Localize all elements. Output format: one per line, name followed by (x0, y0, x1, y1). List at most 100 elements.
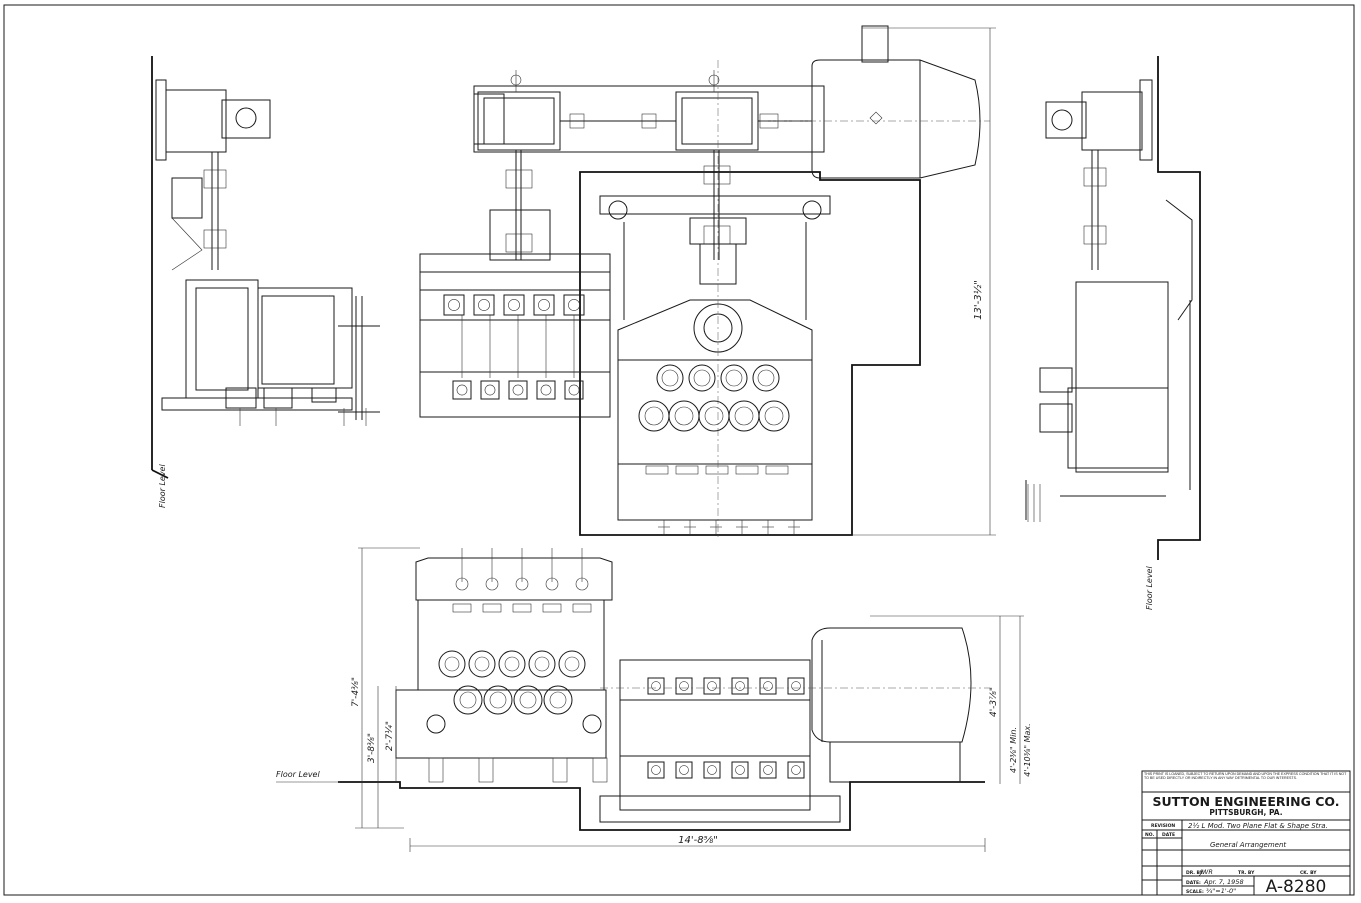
roll-chock (675, 677, 693, 695)
roll-chock (503, 294, 525, 316)
roll-bore (459, 691, 477, 709)
drawing-date: Apr. 7, 1958 (1203, 878, 1244, 886)
roll-journal (679, 681, 689, 691)
roll (513, 685, 543, 715)
roll-journal (791, 681, 801, 691)
date-label: DATE (1162, 832, 1175, 838)
roll (483, 685, 513, 715)
dim-height-d: 4'-3⅞" (989, 687, 999, 717)
no-label: NO. (1145, 832, 1154, 838)
anchor-block (592, 757, 608, 783)
front-elevation: Floor Level 7'-4⅜" 3'-8⅜" 2'-7¼" 1 (276, 547, 1032, 852)
drawn-by-label: DR. BY (1186, 870, 1204, 876)
roll-chock (787, 677, 805, 695)
roll-bore (674, 406, 694, 426)
description: 2½ L Mod. Two Plane Flat & Shape Stra. (1188, 822, 1328, 830)
roll-bore (764, 406, 784, 426)
roll (752, 364, 780, 392)
roll-spring (705, 465, 729, 475)
roll-bore (757, 369, 775, 387)
roll (758, 400, 790, 432)
spindle-coupling (455, 577, 469, 591)
spindle-coupling (515, 577, 529, 591)
floor-level-label-right: Floor Level (1145, 566, 1154, 610)
roll (438, 650, 466, 678)
drawing-number: A-8280 (1266, 877, 1327, 897)
loan-notice: THIS PRINT IS LOANED, SUBJECT TO RETURN … (1144, 772, 1347, 780)
checked-by-label: CK. BY (1300, 870, 1317, 876)
roll-journal (538, 299, 550, 311)
roll-bore (564, 656, 580, 672)
roll-bore (534, 656, 550, 672)
spindle-coupling (545, 577, 559, 591)
roll-journal (763, 765, 773, 775)
title-block: THIS PRINT IS LOANED, SUBJECT TO RETURN … (1141, 770, 1351, 897)
roll-journal (791, 765, 801, 775)
roll-journal (707, 765, 717, 775)
roll-journal (508, 299, 520, 311)
left-side-view: Floor Level (151, 56, 380, 508)
company-name: SUTTON ENGINEERING CO. (1152, 794, 1339, 809)
sheet-border (3, 4, 1355, 896)
roll-journal (568, 299, 580, 311)
roll-bore (725, 369, 743, 387)
dim-height-b: 3'-8⅜" (367, 733, 377, 763)
roll (688, 364, 716, 392)
roll-chock (647, 761, 665, 779)
anchor-block (428, 757, 444, 783)
roll (453, 685, 483, 715)
roll-spring (572, 603, 592, 613)
roll (558, 650, 586, 678)
company-city: PITTSBURGH, PA. (1209, 808, 1282, 817)
drawing-subtitle: General Arrangement (1210, 841, 1286, 849)
roll-journal (735, 681, 745, 691)
dim-height-e-max: 4'-10⅜" Max. (1023, 723, 1032, 776)
anchor-block (552, 757, 568, 783)
roll-bore (504, 656, 520, 672)
dim-height-a: 7'-4⅜" (351, 677, 361, 707)
spindle-coupling (485, 577, 499, 591)
roll-chock (759, 677, 777, 695)
roll-journal (763, 681, 773, 691)
roll (528, 650, 556, 678)
roll-chock (759, 761, 777, 779)
dim-height-c: 2'-7¼" (385, 721, 395, 751)
roll-bore (693, 369, 711, 387)
roll-chock (452, 380, 472, 400)
roll-journal (735, 765, 745, 775)
roll-journal (478, 299, 490, 311)
roll-spring (645, 465, 669, 475)
roll-chock (731, 677, 749, 695)
roll-chock (703, 761, 721, 779)
dim-overall-height: 13'-3½" (972, 280, 984, 320)
roll-spring (512, 603, 532, 613)
drawn-by: JWR (1198, 868, 1213, 876)
scale-label: SCALE: (1186, 889, 1204, 895)
roll-bore (444, 656, 460, 672)
roll (543, 685, 573, 715)
roll-journal (651, 681, 661, 691)
roll-chock (533, 294, 555, 316)
spindle-coupling (575, 577, 589, 591)
right-side-view: Floor Level (1025, 56, 1201, 610)
roll-journal (651, 765, 661, 775)
roll-chock (480, 380, 500, 400)
roll-spring (765, 465, 789, 475)
roll-bore (644, 406, 664, 426)
roll-chock (703, 677, 721, 695)
roll-bore (489, 691, 507, 709)
roll (498, 650, 526, 678)
roll (468, 650, 496, 678)
roll-journal (512, 384, 524, 396)
roll-bore (734, 406, 754, 426)
roll-journal (540, 384, 552, 396)
roll-journal (456, 384, 468, 396)
plan-view: 13'-3½" (419, 25, 996, 540)
roll-spring (482, 603, 502, 613)
roll-journal (568, 384, 580, 396)
roll-bore (474, 656, 490, 672)
roll-chock (675, 761, 693, 779)
roll-bore (549, 691, 567, 709)
roll-chock (443, 294, 465, 316)
